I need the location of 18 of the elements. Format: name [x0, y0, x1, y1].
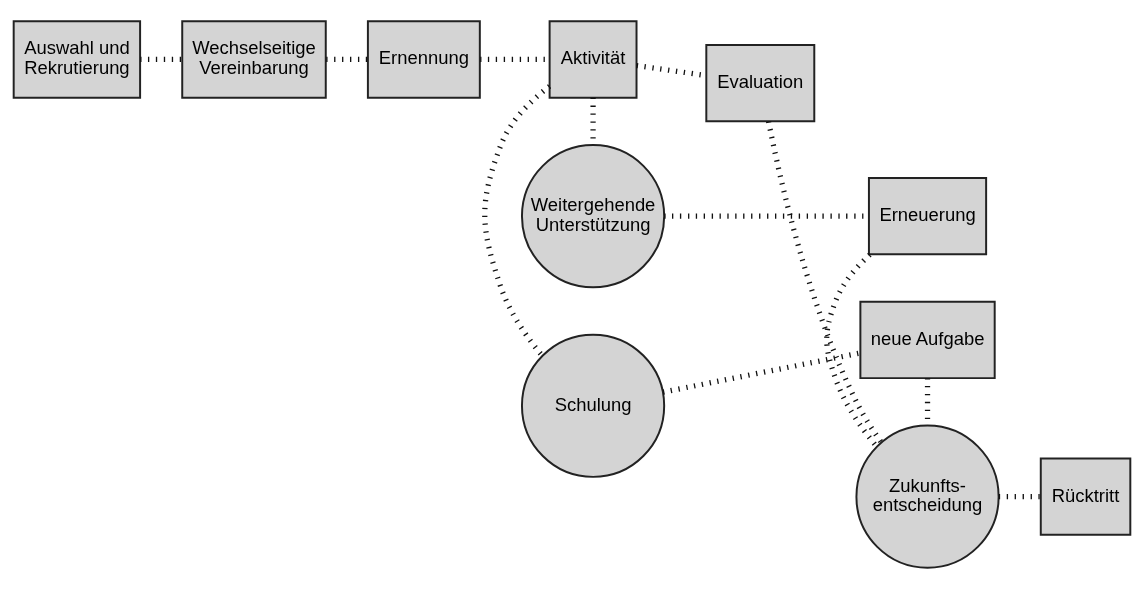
node-circle: Zukunfts- entscheidung [855, 424, 1000, 569]
node-box: Aktivität [548, 20, 638, 99]
node-box: Rücktritt [1039, 457, 1132, 536]
connector [824, 252, 879, 448]
connector [662, 350, 861, 395]
node-box: neue Aufgabe [859, 300, 996, 380]
node-box: Wechselseitige Vereinbarung [181, 20, 327, 99]
connector [140, 56, 182, 63]
connector [766, 121, 884, 444]
node-box: Ernennung [366, 20, 481, 99]
node-circle: Weitergehende Unterstützung [520, 144, 666, 289]
node-box: Erneuerung [867, 176, 988, 256]
node-box: Evaluation [705, 44, 816, 123]
node-box: Auswahl und Rekrutierung [12, 20, 142, 99]
connector [998, 494, 1041, 500]
node-circle: Schulung [520, 333, 666, 478]
connector [326, 56, 368, 63]
connector [482, 84, 552, 358]
